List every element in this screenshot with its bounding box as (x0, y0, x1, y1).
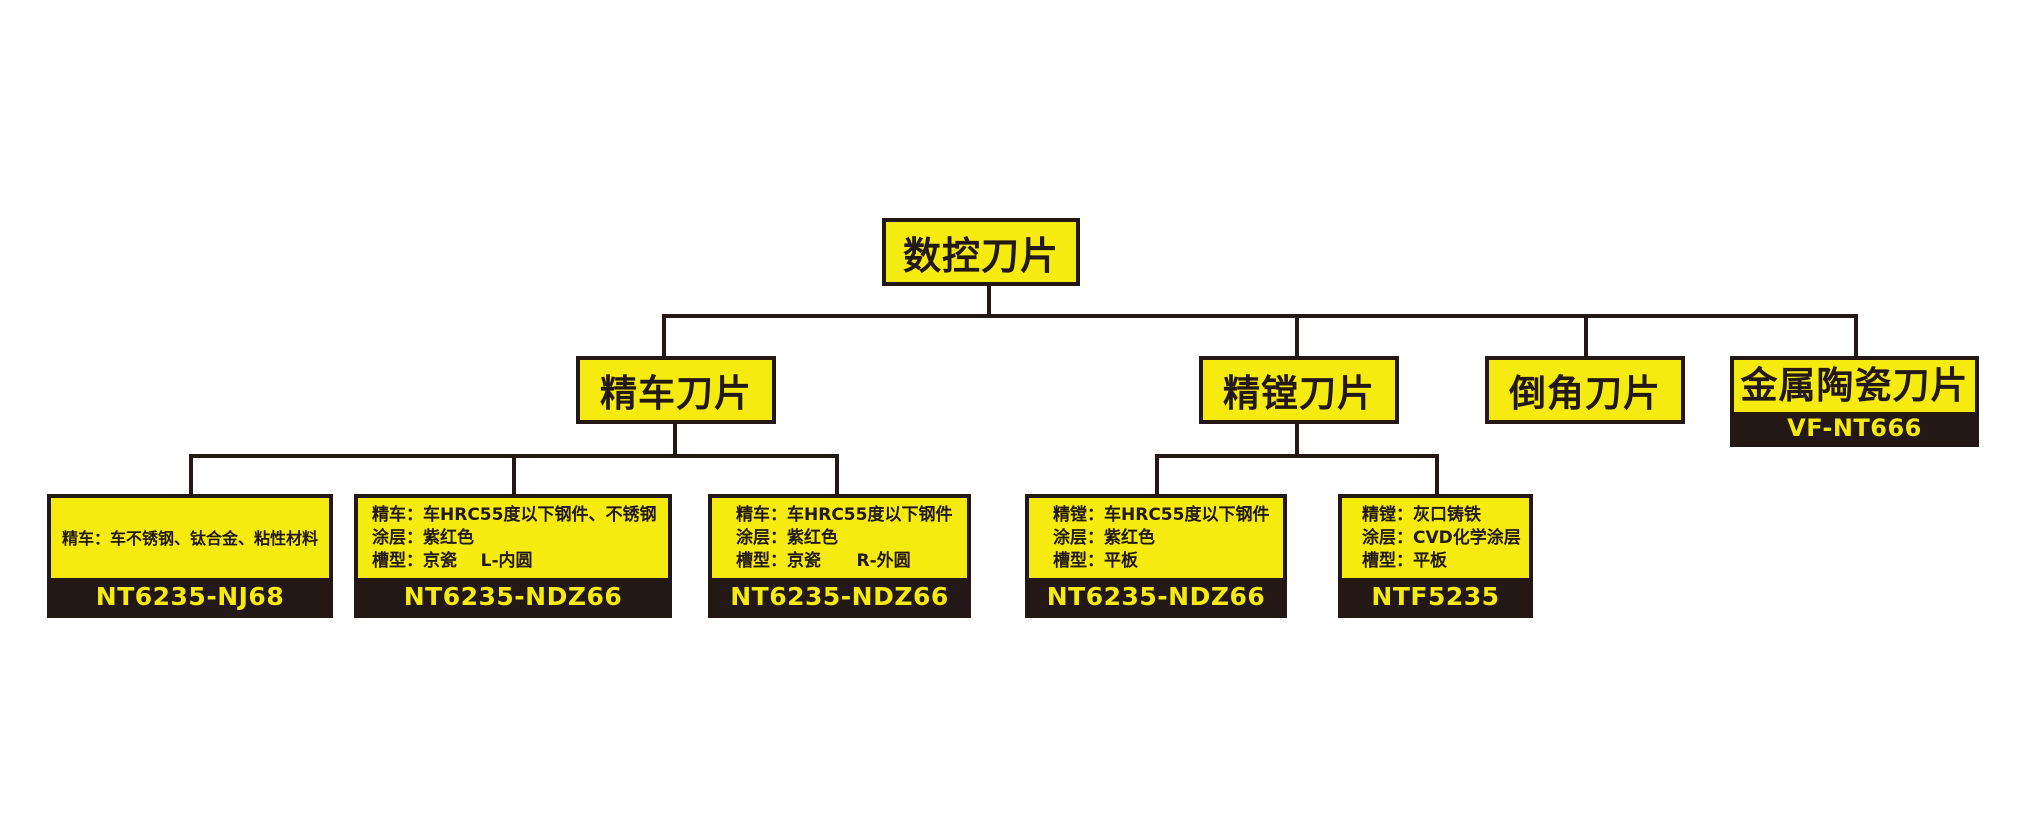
category-chamfer: 倒角刀片 (1485, 356, 1685, 424)
category-fine-boring: 精镗刀片 (1199, 356, 1399, 424)
product-spec-line: 槽型：京瓷 R-外圆 (736, 550, 911, 571)
product-spec-line: 涂层：紫红色 (736, 527, 838, 548)
product-card-5: 精镗：灰口铸铁 涂层：CVD化学涂层 槽型：平板 NTF5235 (1338, 494, 1533, 618)
category-cermet: 金属陶瓷刀片 VF-NT666 (1730, 356, 1979, 447)
product-spec-line: 精车：车HRC55度以下钢件、不锈钢 (372, 504, 657, 525)
product-code: NT6235-NJ68 (95, 581, 285, 611)
category-label: 金属陶瓷刀片 (1740, 364, 1969, 407)
product-card-body: 精镗：灰口铸铁 涂层：CVD化学涂层 槽型：平板 (1342, 498, 1529, 578)
product-card-4: 精镗：车HRC55度以下钢件 涂层：紫红色 槽型：平板 NT6235-NDZ66 (1025, 494, 1287, 618)
category-label: 精车刀片 (600, 372, 752, 415)
product-spec-line: 涂层：紫红色 (1053, 527, 1155, 548)
product-spec-line: 精车：车不锈钢、钛合金、粘性材料 (61, 528, 318, 548)
product-spec-line: 精车：车HRC55度以下钢件 (736, 504, 953, 525)
root-node-label: 数控刀片 (902, 233, 1059, 278)
root-node: 数控刀片 (882, 218, 1080, 286)
product-card-code: NT6235-NJ68 (51, 578, 329, 614)
product-spec-line: 涂层：CVD化学涂层 (1362, 527, 1521, 548)
product-spec-line: 精镗：灰口铸铁 (1362, 504, 1481, 525)
category-cermet-code: VF-NT666 (1734, 412, 1975, 443)
product-card-body: 精车：车不锈钢、钛合金、粘性材料 (51, 498, 329, 578)
product-card-code: NTF5235 (1342, 578, 1529, 614)
product-code: NTF5235 (1371, 581, 1500, 611)
product-card-body: 精车：车HRC55度以下钢件 涂层：紫红色 槽型：京瓷 R-外圆 (712, 498, 967, 578)
product-spec-line: 槽型：京瓷 L-内圆 (372, 550, 533, 571)
product-code: NT6235-NDZ66 (1046, 581, 1266, 611)
product-card-2: 精车：车HRC55度以下钢件、不锈钢 涂层：紫红色 槽型：京瓷 L-内圆 NT6… (354, 494, 672, 618)
product-card-3: 精车：车HRC55度以下钢件 涂层：紫红色 槽型：京瓷 R-外圆 NT6235-… (708, 494, 971, 618)
product-card-body: 精车：车HRC55度以下钢件、不锈钢 涂层：紫红色 槽型：京瓷 L-内圆 (358, 498, 668, 578)
product-code: VF-NT666 (1787, 413, 1922, 442)
product-card-body: 精镗：车HRC55度以下钢件 涂层：紫红色 槽型：平板 (1029, 498, 1283, 578)
category-label: 倒角刀片 (1509, 372, 1661, 415)
product-card-code: NT6235-NDZ66 (358, 578, 668, 614)
product-card-code: NT6235-NDZ66 (712, 578, 967, 614)
product-card-1: 精车：车不锈钢、钛合金、粘性材料 NT6235-NJ68 (47, 494, 333, 618)
product-code: NT6235-NDZ66 (403, 581, 623, 611)
product-spec-line: 槽型：平板 (1362, 550, 1447, 571)
product-spec-line: 槽型：平板 (1053, 550, 1138, 571)
product-code: NT6235-NDZ66 (730, 581, 949, 611)
product-spec-line: 涂层：紫红色 (372, 527, 474, 548)
category-cermet-body: 金属陶瓷刀片 (1734, 360, 1975, 412)
category-label: 精镗刀片 (1223, 372, 1375, 415)
category-finish-turning: 精车刀片 (576, 356, 776, 424)
product-card-code: NT6235-NDZ66 (1029, 578, 1283, 614)
product-spec-line: 精镗：车HRC55度以下钢件 (1053, 504, 1270, 525)
